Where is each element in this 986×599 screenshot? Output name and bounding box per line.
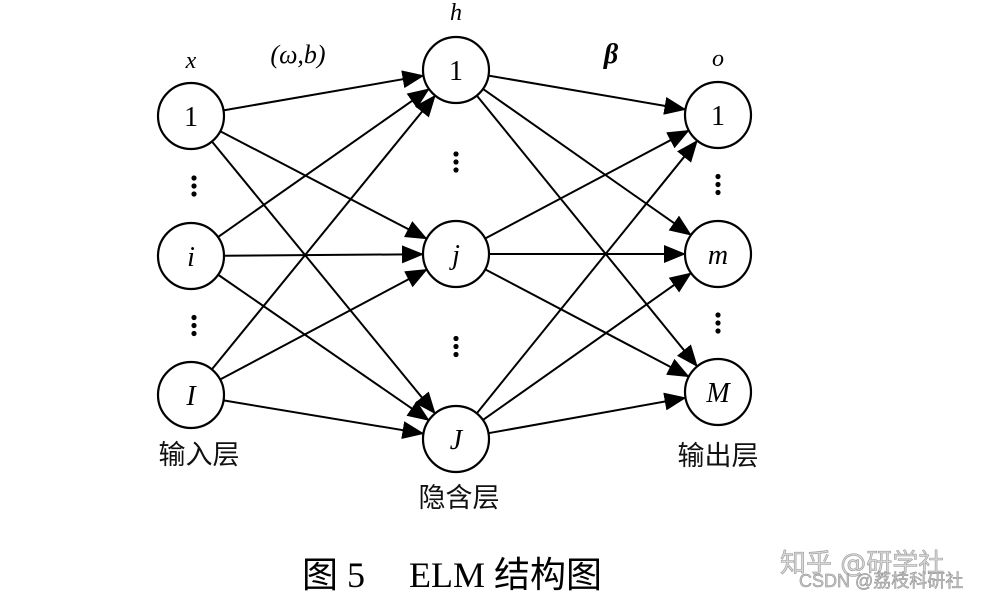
edge-hidden-2-to-output-2	[488, 392, 687, 435]
input-vertical-ellipsis	[191, 175, 197, 197]
ellipsis-dot	[191, 191, 197, 197]
edge-input-0-to-hidden-0	[223, 70, 425, 112]
edge-input-1-to-hidden-2	[217, 273, 430, 421]
input-node-circle	[156, 360, 226, 430]
output-vertical-ellipsis	[715, 173, 721, 196]
hidden-vertical-ellipsis	[453, 151, 459, 173]
ellipsis-dots	[191, 151, 721, 358]
input-layer-name: 输入层	[159, 440, 240, 471]
hidden-output-weight-label: β	[603, 39, 619, 70]
hidden-node-label: 1	[449, 56, 463, 87]
output-node-circle	[683, 80, 753, 150]
ellipsis-dot	[191, 314, 197, 321]
input-node-label: I	[185, 381, 197, 412]
input-vertical-ellipsis	[191, 314, 197, 337]
ellipsis-dot	[191, 183, 197, 189]
input-node-circle	[156, 81, 226, 151]
input-node-1: i	[156, 221, 226, 291]
ellipsis-dot	[453, 151, 459, 157]
edge-hidden-1-to-output-0	[484, 129, 690, 240]
connections	[211, 70, 698, 440]
ellipsis-dot	[191, 322, 197, 329]
edge-input-2-to-hidden-0	[211, 94, 436, 371]
hidden-node-circle	[421, 35, 491, 105]
hidden-node-2: J	[421, 404, 491, 474]
ellipsis-dot	[453, 159, 459, 165]
edge-input-0-to-hidden-1	[219, 130, 428, 240]
input-hidden-weight-label: (ω,b)	[270, 40, 325, 69]
ellipsis-dot	[715, 328, 721, 334]
edge-hidden-0-to-output-2	[476, 94, 698, 368]
output-node-label: 1	[711, 101, 725, 132]
figure-label: 图 5	[302, 555, 365, 595]
input-node-2: I	[156, 360, 226, 430]
input-node-label: i	[187, 242, 195, 273]
edge-input-1-to-hidden-1	[223, 245, 425, 264]
input-node-label: 1	[184, 102, 198, 133]
edge-hidden-0-to-output-0	[488, 74, 687, 115]
output-node-label: M	[705, 378, 731, 409]
ellipsis-dot	[715, 173, 721, 180]
ellipsis-dot	[453, 343, 459, 350]
hidden-node-circle	[421, 404, 491, 474]
input-node-circle	[156, 221, 226, 291]
hidden-layer-name: 隐含层	[419, 483, 500, 514]
ellipsis-dot	[453, 351, 459, 358]
output-node-0: 1	[683, 80, 753, 150]
ellipsis-dot	[191, 175, 197, 181]
ellipsis-dot	[191, 330, 197, 337]
edge-hidden-0-to-output-1	[482, 88, 692, 236]
output-node-2: M	[683, 357, 753, 427]
figure-title: ELM 结构图	[409, 555, 602, 595]
ellipsis-dot	[715, 189, 721, 196]
edge-hidden-2-to-output-0	[475, 139, 698, 414]
zhihu-watermark: 知乎 @研学社	[780, 549, 944, 579]
hidden-layer-symbol: h	[450, 0, 462, 26]
output-node-1: m	[683, 219, 753, 289]
input-node-0: 1	[156, 81, 226, 151]
edge-input-2-to-hidden-1	[219, 269, 428, 381]
ellipsis-dot	[715, 312, 721, 318]
ellipsis-dot	[715, 320, 721, 326]
hidden-vertical-ellipsis	[453, 335, 459, 358]
output-node-label: m	[708, 240, 728, 271]
edge-hidden-2-to-output-1	[482, 272, 692, 421]
figure-caption: 图 5 ELM 结构图	[302, 555, 602, 595]
hidden-node-circle	[421, 219, 491, 289]
edge-hidden-1-to-output-2	[484, 268, 690, 378]
ellipsis-dot	[715, 181, 721, 188]
output-vertical-ellipsis	[715, 312, 721, 334]
output-node-circle	[683, 219, 753, 289]
output-layer-symbol: o	[712, 46, 724, 72]
csdn-watermark: CSDN @荔枝科研社	[799, 571, 963, 591]
ellipsis-dot	[453, 335, 459, 342]
hidden-node-label: j	[449, 240, 460, 271]
hidden-node-label: J	[450, 425, 464, 456]
input-layer-symbol: x	[185, 48, 197, 74]
edge-input-2-to-hidden-2	[223, 399, 425, 440]
edge-input-0-to-hidden-2	[211, 140, 436, 415]
output-node-circle	[683, 357, 753, 427]
ellipsis-dot	[453, 167, 459, 173]
nodes: 1 iI 1 jJ 1 mM	[156, 35, 753, 474]
hidden-node-1: j	[421, 219, 491, 289]
edge-input-1-to-hidden-0	[217, 88, 430, 238]
output-layer-name: 输出层	[678, 441, 759, 472]
hidden-node-0: 1	[421, 35, 491, 105]
